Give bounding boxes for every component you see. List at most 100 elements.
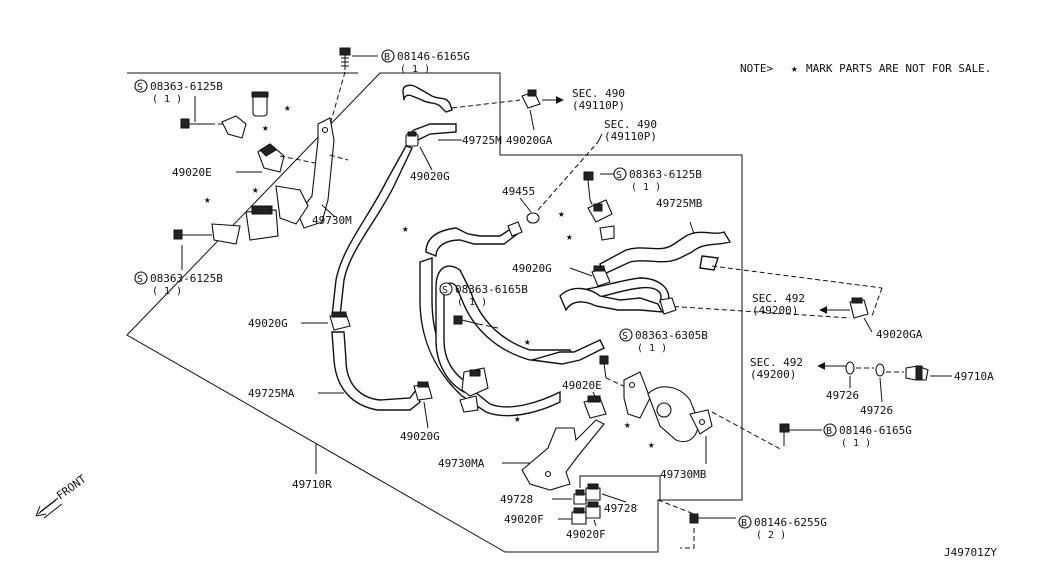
- circle-letter-s3: S: [616, 170, 622, 181]
- circle-letter-s5: S: [622, 331, 628, 342]
- label-49020g-2: 49020G: [512, 262, 552, 275]
- label-49726-b: 49726: [860, 404, 893, 417]
- star-mark: ★: [252, 183, 259, 196]
- circle-letter-b2: B: [826, 426, 832, 437]
- front-label: FRONT: [54, 472, 89, 502]
- note-prefix: NOTE>: [740, 62, 773, 75]
- fastener-s5-qty: ( 1 ): [637, 343, 667, 354]
- circle-letter-s4: S: [442, 285, 448, 296]
- section-title: SEC. 492: [752, 292, 805, 305]
- fastener-b2-part: 08146-6165G: [839, 424, 912, 437]
- label-49725m: 49725M: [462, 134, 502, 147]
- clip-49020e-lower: [583, 395, 607, 419]
- fastener-s3-part: 08363-6125B: [629, 168, 702, 181]
- fastener-s1: S 08363-6125B ( 1 ): [134, 79, 223, 105]
- note-text: MARK PARTS ARE NOT FOR SALE.: [806, 62, 991, 75]
- fastener-b3-qty: ( 2 ): [756, 530, 786, 541]
- fastener-s2: S 08363-6125B ( 1 ): [134, 271, 223, 297]
- hose-49725mb: [599, 231, 732, 275]
- label-49728-right: 49728: [604, 502, 637, 515]
- section-ref-490-a: SEC. 490 (49110P): [572, 87, 625, 112]
- section-title: SEC. 490: [604, 118, 657, 131]
- assembly-outline: [126, 72, 743, 553]
- fastener-b3: B 08146-6255G ( 2 ): [738, 515, 827, 541]
- label-49728-left: 49728: [500, 493, 533, 506]
- front-arrow: [35, 497, 63, 519]
- star-mark: ★: [284, 101, 291, 114]
- star-mark: ★: [402, 222, 409, 235]
- label-49020ga-top: 49020GA: [506, 134, 553, 147]
- label-49725ma: 49725MA: [248, 387, 295, 400]
- label-49455: 49455: [502, 185, 535, 198]
- fastener-s3: S 08363-6125B ( 1 ): [613, 167, 702, 193]
- fastener-b2: B 08146-6165G ( 1 ): [823, 423, 912, 449]
- circle-letter-b3: B: [741, 518, 747, 529]
- ring-49455: [526, 212, 540, 224]
- fastener-b3-part: 08146-6255G: [754, 516, 827, 529]
- label-49730mb: 49730MB: [660, 468, 707, 481]
- clamp-49020g-2: [591, 265, 611, 287]
- label-49730m: 49730M: [312, 214, 352, 227]
- label-49020g-bottom: 49020G: [400, 430, 440, 443]
- grommets: [571, 483, 601, 525]
- label-49020g-1: 49020G: [410, 170, 450, 183]
- section-title: SEC. 490: [572, 87, 625, 100]
- fastener-s1-qty: ( 1 ): [152, 94, 182, 105]
- star-mark: ★: [566, 230, 573, 243]
- fastener-s5: S 08363-6305B ( 1 ): [619, 328, 708, 354]
- bolt-s4: [453, 315, 499, 329]
- clip-pair-lower: [211, 205, 279, 245]
- star-mark: ★: [558, 207, 565, 220]
- star-mark: ★: [514, 412, 521, 425]
- fastener-s2-part: 08363-6125B: [150, 272, 223, 285]
- bolt-b2: [779, 423, 822, 446]
- washer-49726-b: [875, 363, 885, 377]
- label-49020f-right: 49020F: [566, 528, 606, 541]
- label-49730ma: 49730MA: [438, 457, 485, 470]
- hose-right-cluster: [531, 277, 670, 365]
- hose-bracket-clamp: [459, 367, 489, 413]
- circle-letter-b1: B: [384, 52, 390, 63]
- diagram-id: J49701ZY: [944, 546, 997, 559]
- fitting-end-hose: [507, 221, 523, 237]
- bracket-49730m: [275, 117, 335, 229]
- section-sub: (49110P): [572, 99, 625, 112]
- fastener-s5-part: 08363-6305B: [635, 329, 708, 342]
- section-sub: (49200): [750, 368, 796, 381]
- label-49725mb: 49725MB: [656, 197, 703, 210]
- star-mark: ★: [648, 438, 655, 451]
- section-sub: (49110P): [604, 130, 657, 143]
- label-49020e-lower: 49020E: [562, 379, 602, 392]
- bolt-top: [339, 47, 351, 70]
- label-49020f-left: 49020F: [504, 513, 544, 526]
- bracket-49730ma: [521, 419, 605, 491]
- clip-49020e-upper: [257, 143, 285, 173]
- fastener-s4: S 08363-6165B ( 1 ): [439, 282, 528, 308]
- star-mark: ★: [204, 193, 211, 206]
- clip-small-pair: [587, 199, 615, 241]
- bolt-s1: [180, 118, 225, 129]
- fastener-b1-qty: ( 1 ): [400, 64, 430, 75]
- label-49020e-upper: 49020E: [172, 166, 212, 179]
- fitting-49710a: [905, 365, 929, 381]
- hose-center-vertical: [331, 145, 413, 317]
- clamp-49020ga-top: [521, 89, 541, 109]
- bolt-b3: [689, 513, 736, 524]
- star-mark: ★: [262, 121, 269, 134]
- clamp-49020ga-right: [849, 297, 869, 319]
- clamp-49020g-left: [329, 311, 351, 331]
- washer-49726-a: [845, 361, 855, 375]
- label-49020ga-right: 49020GA: [876, 328, 923, 341]
- section-ref-492-b: SEC. 492 (49200): [750, 356, 803, 381]
- label-49710a: 49710A: [954, 370, 994, 383]
- clamp-49020g-bottom: [413, 381, 433, 401]
- hose-49725m: [402, 84, 457, 141]
- hose-49710r: [419, 227, 576, 417]
- label-49020g-left: 49020G: [248, 317, 288, 330]
- fastener-s3-qty: ( 1 ): [631, 182, 661, 193]
- circle-letter-s1: S: [137, 82, 143, 93]
- section-title: SEC. 492: [750, 356, 803, 369]
- fastener-b2-qty: ( 1 ): [841, 438, 871, 449]
